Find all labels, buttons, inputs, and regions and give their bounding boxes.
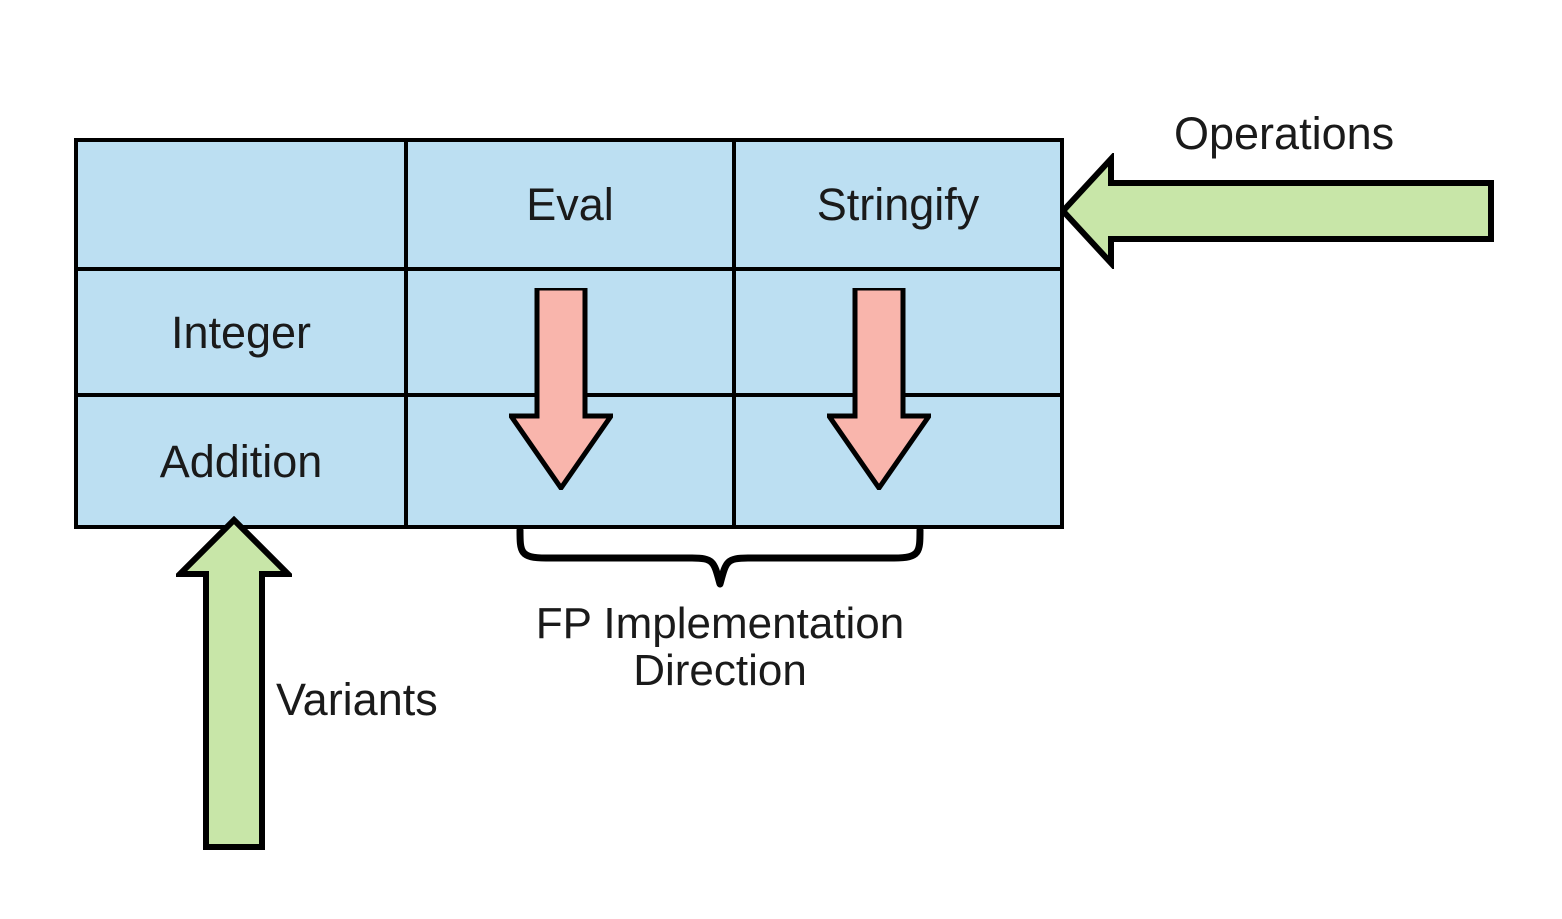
fp-implementation-direction-label: FP Implementation Direction bbox=[500, 600, 940, 694]
cell-integer-eval bbox=[404, 267, 736, 397]
operations-label: Operations bbox=[1174, 108, 1395, 159]
cell-addition-stringify bbox=[732, 393, 1064, 529]
table-row: Integer bbox=[74, 267, 1064, 397]
fp-direction-line-2: Direction bbox=[633, 646, 807, 696]
row-header-addition: Addition bbox=[74, 393, 408, 529]
left-arrow-icon bbox=[1060, 153, 1494, 269]
table-row: Addition bbox=[74, 393, 1064, 529]
variants-label: Variants bbox=[276, 674, 438, 725]
cell-addition-eval bbox=[404, 393, 736, 529]
cell-integer-stringify bbox=[732, 267, 1064, 397]
fp-direction-line-1: FP Implementation bbox=[535, 599, 905, 648]
row-header-integer: Integer bbox=[74, 267, 408, 397]
up-arrow-icon bbox=[176, 516, 292, 850]
column-header-stringify: Stringify bbox=[732, 138, 1064, 271]
column-header-eval: Eval bbox=[404, 138, 736, 271]
operations-variants-matrix: Eval Stringify Integer Addition bbox=[74, 138, 1064, 529]
matrix-corner-cell bbox=[74, 138, 408, 271]
curly-brace-down-icon bbox=[516, 526, 924, 588]
table-row-header: Eval Stringify bbox=[74, 138, 1064, 271]
